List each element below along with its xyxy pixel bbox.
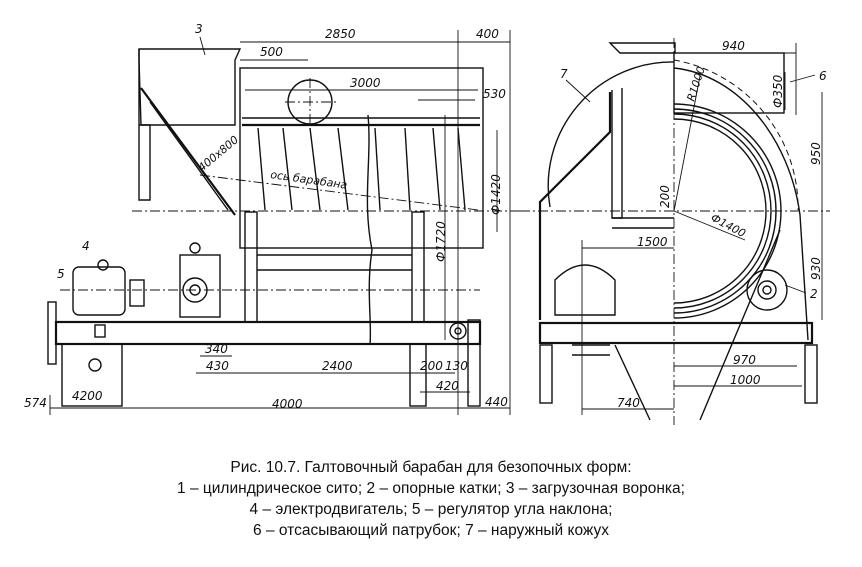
dim-dia-1420: Ф1420 (489, 174, 503, 215)
dim-4200: 4200 (72, 389, 103, 403)
dim-574: 574 (24, 396, 47, 410)
dim-3000: 3000 (350, 76, 381, 90)
base-frame (54, 320, 482, 346)
callout-7: 7 (560, 67, 568, 81)
callout-3: 3 (195, 22, 203, 36)
hopper (138, 48, 242, 126)
callout-5: 5 (57, 267, 65, 281)
callout-6: 6 (819, 69, 827, 83)
break-line (366, 114, 373, 346)
dim-2400: 2400 (322, 359, 353, 373)
dim-200: 200 (658, 185, 672, 208)
dim-430: 430 (206, 359, 229, 373)
caption-line-1: 1 – цилиндрическое сито; 2 – опорные кат… (177, 480, 685, 497)
drum-housing (239, 67, 484, 249)
callout-4: 4 (82, 239, 90, 253)
dim-970: 970 (733, 353, 756, 367)
side-view: 2850 400 500 3000 530 400x800 Ф1420 Ф172… (24, 22, 520, 415)
dim-930: 930 (809, 257, 823, 280)
dim-1000: 1000 (730, 373, 761, 387)
electric-motor (72, 266, 126, 316)
hopper-chute (140, 87, 236, 216)
dim-530: 530 (483, 87, 506, 101)
dim-440: 440 (485, 395, 508, 409)
dim-400: 400 (476, 27, 499, 41)
end-base-frame (538, 321, 814, 345)
end-view: 940 Ф350 R1000 950 200 Ф1400 1500 930 97… (520, 38, 830, 425)
dim-340: 340 (205, 342, 228, 356)
caption-line-2: 4 – электродвигатель; 5 – регулятор угла… (249, 501, 613, 518)
drive-guard (554, 264, 616, 316)
dim-200: 200 (420, 359, 443, 373)
dim-dia-1720: Ф1720 (434, 221, 448, 262)
dim-dia-350: Ф350 (771, 74, 785, 108)
dim-dia-1400: Ф1400 (709, 211, 748, 240)
caption-line-3: 6 – отсасывающий патрубок; 7 – наружный … (253, 522, 609, 539)
gear-reducer (179, 254, 221, 318)
dim-130: 130 (445, 359, 468, 373)
tilt-handwheel (47, 301, 57, 365)
drum-axis-label: ось барабана (270, 168, 349, 192)
dim-420: 420 (436, 379, 459, 393)
caption-title: Рис. 10.7. Галтовочный барабан для безоп… (230, 459, 632, 476)
sieve-rings (257, 127, 466, 211)
dim-1500: 1500 (637, 235, 668, 249)
dim-740: 740 (617, 396, 640, 410)
dim-2850: 2850 (325, 27, 356, 41)
dim-500: 500 (260, 45, 283, 59)
dim-400x800: 400x800 (196, 133, 242, 174)
dim-4000: 4000 (272, 397, 303, 411)
support-roller (746, 269, 788, 311)
side-dimension-lines (49, 30, 511, 415)
drum-axis-line (199, 174, 479, 211)
outer-casing (547, 61, 675, 208)
dim-950: 950 (809, 142, 823, 165)
dim-940: 940 (722, 39, 745, 53)
callout-2: 2 (810, 287, 818, 301)
figure-caption: Рис. 10.7. Галтовочный барабан для безоп… (0, 457, 862, 541)
technical-drawing: 2850 400 500 3000 530 400x800 Ф1420 Ф172… (24, 22, 830, 425)
end-dimension-lines (581, 43, 823, 415)
